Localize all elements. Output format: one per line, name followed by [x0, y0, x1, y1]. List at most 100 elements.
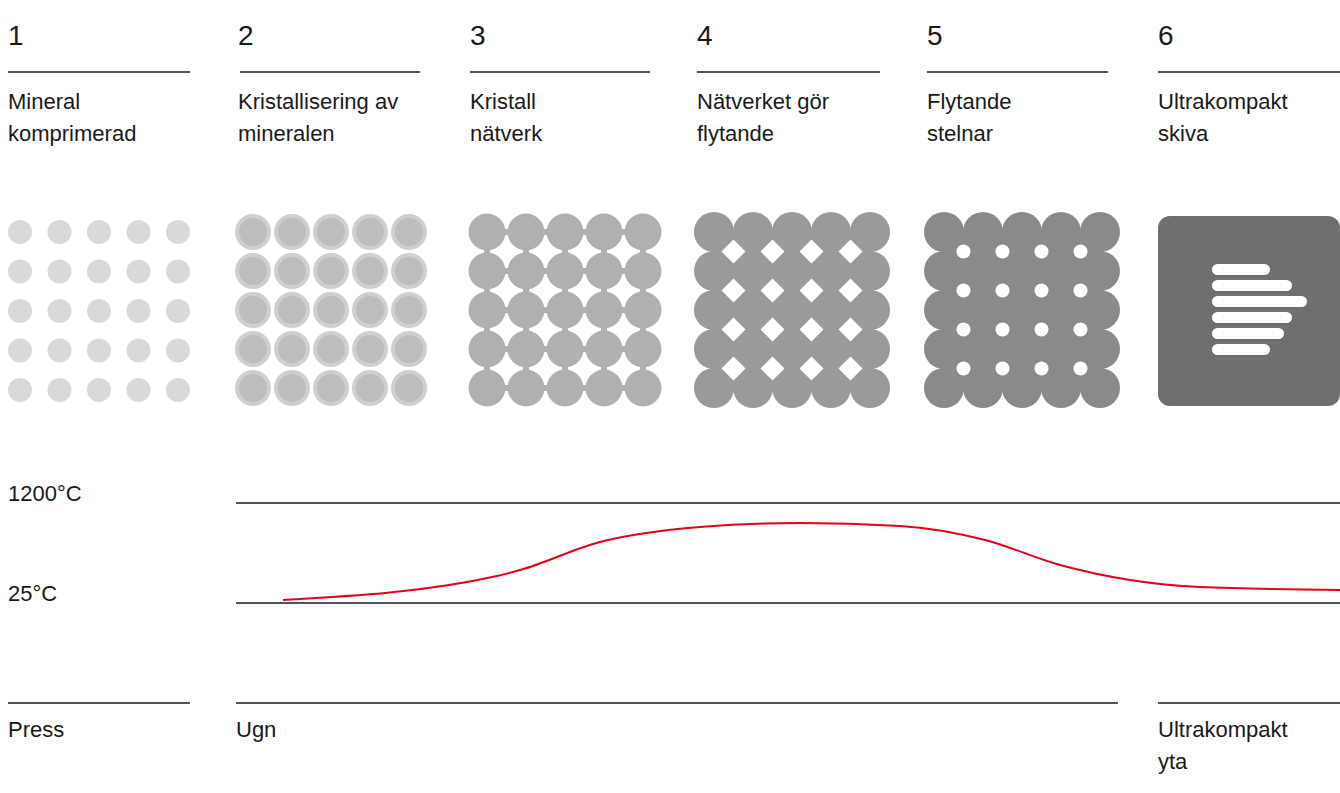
network-hole	[996, 245, 1010, 259]
mineral-dot	[8, 260, 32, 284]
network-hole	[722, 318, 746, 342]
crystal-dot	[235, 331, 271, 367]
network-node	[625, 331, 662, 368]
network-node	[963, 368, 1003, 408]
crystal-dot	[391, 253, 427, 289]
mineral-dot	[87, 220, 111, 244]
network-node	[547, 370, 584, 407]
step-number: 1	[8, 18, 68, 54]
mineral-dot	[127, 339, 151, 363]
network-hole	[761, 357, 785, 381]
network-node	[1080, 251, 1120, 291]
rule	[1158, 702, 1340, 704]
crystal-dot	[391, 292, 427, 328]
crystal-dot	[352, 253, 388, 289]
crystal-core	[278, 257, 306, 285]
network-hole	[1035, 284, 1049, 298]
network-hole	[722, 240, 746, 264]
network-node	[924, 368, 964, 408]
mineral-dot	[48, 260, 72, 284]
network-node	[547, 292, 584, 329]
icon-bar	[1212, 264, 1270, 275]
mineral-dot	[87, 339, 111, 363]
crystal-dot	[313, 253, 349, 289]
network-node	[963, 251, 1003, 291]
network-hole	[1074, 284, 1088, 298]
network-hole	[722, 357, 746, 381]
network-node	[469, 214, 506, 251]
network-node	[1080, 329, 1120, 369]
axis-label: 1200°C	[8, 478, 158, 510]
rule	[8, 71, 190, 73]
liquefied-network	[694, 212, 890, 408]
crystal-dot	[352, 331, 388, 367]
temperature-axis	[236, 503, 1340, 603]
axis-line	[236, 502, 1340, 504]
step-number: 6	[1158, 18, 1218, 54]
network-node	[1002, 251, 1042, 291]
icon-bar	[1212, 280, 1292, 291]
crystal-core	[239, 296, 267, 324]
network-node	[1080, 290, 1120, 330]
crystal-core	[356, 257, 384, 285]
network-hole	[1074, 362, 1088, 376]
network-hole	[996, 362, 1010, 376]
network-fill	[944, 232, 1100, 388]
mineral-dot	[8, 220, 32, 244]
mineral-dot	[48, 220, 72, 244]
step-title: Kristall nätverk	[470, 86, 590, 150]
crystal-core	[356, 296, 384, 324]
icon-bar	[1212, 296, 1307, 307]
crystal-dot	[313, 331, 349, 367]
crystal-core	[317, 296, 345, 324]
mineral-dot	[166, 260, 190, 284]
network-hole	[800, 279, 824, 303]
network-hole	[839, 240, 863, 264]
network-hole	[1074, 245, 1088, 259]
crystal-core	[317, 218, 345, 246]
network-node	[469, 370, 506, 407]
network-hole	[800, 318, 824, 342]
network-node	[508, 214, 545, 251]
network-node	[586, 370, 623, 407]
mineral-dot	[8, 299, 32, 323]
crystal-dot	[352, 214, 388, 250]
crystal-core	[395, 218, 423, 246]
crystal-dot	[274, 331, 310, 367]
mineral-dot	[48, 378, 72, 402]
network-node	[625, 292, 662, 329]
network-node	[1041, 212, 1081, 252]
rule	[1158, 71, 1340, 73]
header-rules	[8, 71, 1340, 73]
crystal-core	[278, 218, 306, 246]
network-hole	[839, 357, 863, 381]
network-node	[924, 212, 964, 252]
network-node	[1080, 212, 1120, 252]
rule	[236, 702, 1118, 704]
rule	[697, 71, 880, 73]
network-node	[586, 292, 623, 329]
network-node	[625, 370, 662, 407]
step-title: Mineral komprimerad	[8, 86, 178, 150]
rule	[470, 71, 650, 73]
network-node	[963, 290, 1003, 330]
crystal-core	[317, 257, 345, 285]
crystal-dot	[391, 370, 427, 406]
network-node	[963, 212, 1003, 252]
network-node	[625, 214, 662, 251]
mineral-dot	[166, 220, 190, 244]
crystal-core	[395, 257, 423, 285]
mineral-dot	[48, 339, 72, 363]
network-hole	[957, 362, 971, 376]
compressed-mineral-dots	[8, 220, 190, 402]
network-node	[508, 292, 545, 329]
stage-label: Press	[8, 714, 178, 746]
network-hole	[800, 240, 824, 264]
step-number: 3	[470, 18, 530, 54]
mineral-dot	[8, 378, 32, 402]
solidified-network	[924, 212, 1120, 408]
icon-bar	[1212, 328, 1284, 339]
icon-bar	[1212, 344, 1270, 355]
axis-line	[236, 602, 1340, 604]
crystal-core	[239, 335, 267, 363]
